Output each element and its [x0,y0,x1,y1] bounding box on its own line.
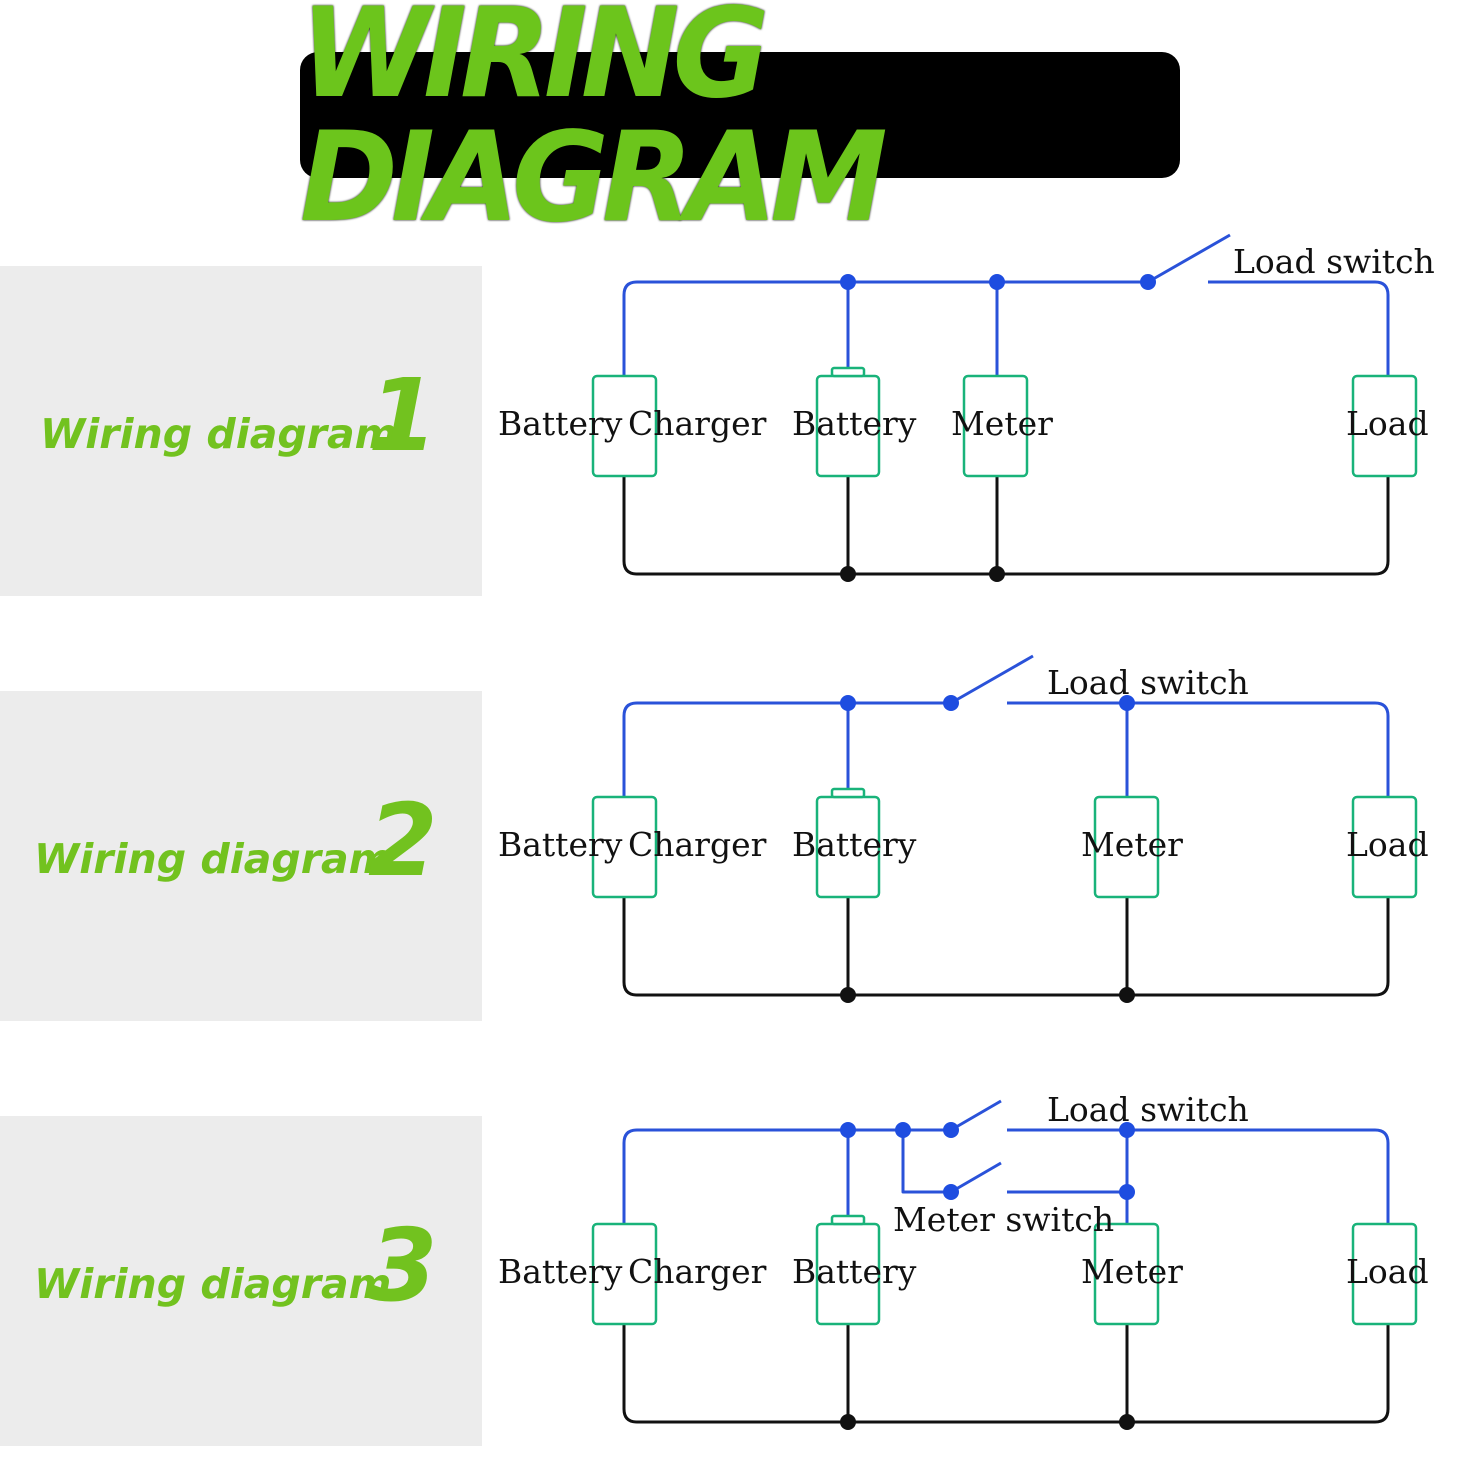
diagram-2-load-label: Load [1346,825,1429,864]
diagram-1-circuit: Battery Charger Battery Meter Load Load … [498,233,1435,582]
diagram-2-label: Wiring diagram [34,835,392,883]
page-title: WIRING DIAGRAM [300,0,888,250]
diagram-3-battery-charger-label-2: Charger [628,1252,767,1291]
diagram-2-battery-charger-label-1: Battery [498,825,623,864]
diagram-3-meter-label: Meter [1081,1252,1183,1291]
diagram-2-battery-charger-box [591,795,658,899]
diagram-3-battery-label: Battery [792,1252,917,1291]
diagram-3-number: 3 [368,1207,438,1324]
diagram-3-meter-box [1093,1222,1160,1326]
title-banner: WIRING DIAGRAM [300,0,1180,239]
diagram-2-battery-charger-label-2: Charger [628,825,767,864]
diagram-3-circuit: Battery Charger Battery Meter Load Load … [498,1090,1429,1430]
diagram-1-battery-charger-label-2: Charger [628,404,767,443]
diagram-3-label: Wiring diagram [34,1260,392,1308]
diagram-3-battery-charger-label-1: Battery [498,1252,623,1291]
diagram-1-load-label: Load [1346,404,1429,443]
diagram-3-load-switch-label: Load switch [1047,1090,1249,1129]
diagram-3-positive-rail [622,1128,951,1224]
diagram-3-panel: Wiring diagram 3 [0,1116,482,1446]
diagram-1-negative-rail [622,476,1390,576]
diagram-1-meter-box [962,374,1029,478]
diagram-3-load-label: Load [1346,1252,1429,1291]
diagram-2-positive-rail [622,701,951,797]
diagram-2-load-switch-label: Load switch [1047,663,1249,702]
diagram-1-load-switch-label: Load switch [1233,242,1435,281]
diagram-3-meter-switch-label: Meter switch [893,1200,1114,1239]
diagram-1-battery-charger-box [591,374,658,478]
diagram-2-battery-label: Battery [792,825,917,864]
diagram-3-battery-charger-box [591,1222,658,1326]
diagram-1-battery-label: Battery [792,404,917,443]
diagram-1-load-box [1351,374,1418,478]
diagram-2-load-box [1351,795,1418,899]
diagram-2-negative-rail [622,897,1390,997]
diagram-1-label: Wiring diagram [40,410,398,458]
diagram-2-panel: Wiring diagram 2 [0,691,482,1021]
diagram-2-circuit: Battery Charger Battery Meter Load Load … [498,654,1429,1003]
diagram-1-meter-label: Meter [951,404,1053,443]
diagram-1-positive-rail [622,280,1148,376]
diagram-3-negative-rail [622,1324,1390,1424]
diagram-1-battery-charger-label-1: Battery [498,404,623,443]
diagram-1-panel: Wiring diagram 1 [0,266,482,596]
diagram-2-number: 2 [368,782,438,899]
diagram-3-meter-switch-branch [901,1130,951,1194]
diagram-3-load-box [1351,1222,1418,1326]
diagram-1-number: 1 [368,357,438,474]
diagram-2-meter-box [1093,795,1160,899]
diagram-2-meter-label: Meter [1081,825,1183,864]
